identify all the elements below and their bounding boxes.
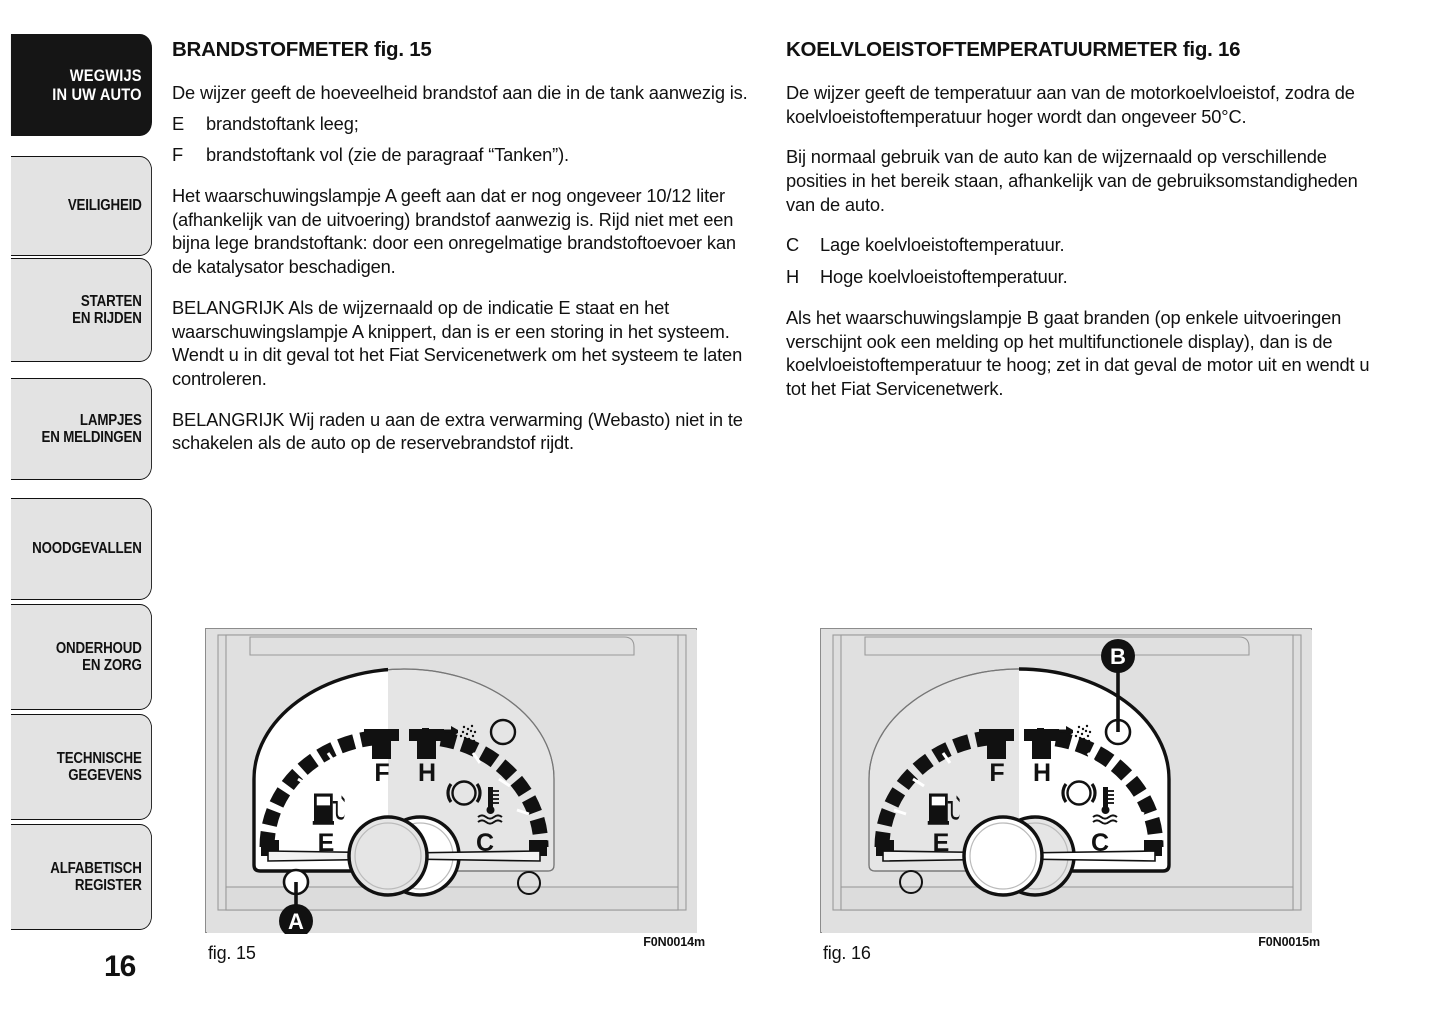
left-definition-list: E brandstoftank leeg; F brandstoftank vo… bbox=[172, 112, 752, 167]
figure-15-code: F0N0014m bbox=[643, 935, 705, 949]
definition-value: brandstoftank vol (zie de paragraaf “Tan… bbox=[206, 144, 569, 166]
definition-value: Hoge koelvloeistoftemperatuur. bbox=[820, 266, 1068, 288]
indicator-lamp-circle bbox=[517, 871, 541, 895]
coolant-temp-icon bbox=[1092, 787, 1118, 825]
right-section-title-fignum: fig. 16 bbox=[1182, 38, 1241, 61]
indicator-lamp-circle bbox=[899, 870, 923, 894]
fuel-full-label: F bbox=[374, 759, 389, 787]
callout-bubble-b bbox=[1101, 639, 1135, 673]
figure-16-code: F0N0015m bbox=[1258, 935, 1320, 949]
definition-key: F bbox=[172, 144, 184, 166]
left-intro-paragraph: De wijzer geeft de hoeveelheid brandstof… bbox=[172, 82, 748, 103]
sidebar-item-lampjes-en-meldingen[interactable]: LAMPJES EN MELDINGEN bbox=[10, 378, 152, 480]
fuel-empty-label: E bbox=[318, 829, 335, 857]
figure-16: F E bbox=[820, 628, 1320, 973]
right-intro-paragraph: De wijzer geeft de temperatuur aan van d… bbox=[786, 82, 1355, 127]
brake-warning-icon bbox=[1061, 780, 1097, 806]
definition-key: H bbox=[786, 266, 800, 288]
coolant-temp-icon bbox=[477, 787, 503, 825]
sidebar: WEGWIJS IN UW AUTO VEILIGHEID STARTEN EN… bbox=[0, 0, 152, 1018]
right-warning-lamp-paragraph: Als het waarschuwingslampje B gaat brand… bbox=[786, 306, 1370, 399]
sidebar-item-onderhoud-en-zorg[interactable]: ONDERHOUD EN ZORG bbox=[10, 604, 152, 710]
definition-key: E bbox=[172, 112, 185, 134]
sidebar-item-label: ALFABETISCH REGISTER bbox=[50, 859, 142, 894]
figure-16-caption: fig. 16 bbox=[823, 943, 871, 963]
sidebar-item-starten-en-rijden[interactable]: STARTEN EN RIJDEN bbox=[10, 258, 152, 362]
left-warning-lamp-paragraph: Het waarschuwingslampje A geeft aan dat … bbox=[172, 185, 736, 278]
sidebar-item-veiligheid[interactable]: VEILIGHEID bbox=[10, 156, 152, 256]
sidebar-item-label: NOODGEVALLEN bbox=[32, 540, 142, 558]
sidebar-item-label: ONDERHOUD EN ZORG bbox=[55, 639, 142, 674]
instrument-cluster-diagram-fuel: F E bbox=[207, 630, 697, 938]
sidebar-item-noodgevallen[interactable]: NOODGEVALLEN bbox=[10, 498, 152, 600]
figure-15: F E bbox=[205, 628, 705, 973]
sidebar-item-alfabetisch-register[interactable]: ALFABETISCH REGISTER bbox=[10, 824, 152, 930]
definition-row: C Lage koelvloeistoftemperatuur. bbox=[786, 233, 1374, 257]
temp-gauge-scale bbox=[1024, 729, 1164, 856]
warning-lamp-circle bbox=[489, 718, 517, 746]
right-definition-list: C Lage koelvloeistoftemperatuur. H Hoge … bbox=[786, 233, 1374, 288]
fuel-gauge-scale bbox=[874, 729, 1014, 856]
instrument-cluster-diagram-temp: F E bbox=[822, 630, 1312, 933]
right-text-column: KOELVLOEISTOFTEMPERATUURMETER fig. 16 De… bbox=[786, 38, 1374, 418]
page-number: 16 bbox=[104, 950, 136, 983]
left-important-paragraph-1: BELANGRIJK Als de wijzernaald op de indi… bbox=[172, 296, 743, 389]
left-section-title-main: BRANDSTOFMETER bbox=[172, 38, 369, 61]
left-text-column: BRANDSTOFMETER fig. 15 De wijzer geeft d… bbox=[172, 38, 752, 472]
temp-cold-label: C bbox=[1091, 829, 1109, 857]
definition-value: Lage koelvloeistoftemperatuur. bbox=[820, 234, 1065, 256]
temp-hot-label: H bbox=[1033, 759, 1051, 787]
left-important-paragraph-2: BELANGRIJK Wij raden u aan de extra verw… bbox=[172, 408, 743, 454]
sidebar-item-label: STARTEN EN RIJDEN bbox=[72, 292, 142, 327]
sidebar-item-technische-gegevens[interactable]: TECHNISCHE GEGEVENS bbox=[10, 714, 152, 820]
figure-16-caption-row: fig. 16 F0N0015m bbox=[820, 935, 1320, 973]
left-section-title-fignum: fig. 15 bbox=[374, 38, 432, 61]
figure-16-image: F E bbox=[820, 628, 1312, 933]
temp-cold-label: C bbox=[476, 829, 494, 857]
definition-row: F brandstoftank vol (zie de paragraaf “T… bbox=[172, 143, 752, 167]
definition-key: C bbox=[786, 234, 800, 256]
definition-row: H Hoge koelvloeistoftemperatuur. bbox=[786, 265, 1374, 289]
figure-15-caption-row: fig. 15 F0N0014m bbox=[205, 935, 705, 973]
right-section-title: KOELVLOEISTOFTEMPERATUURMETER fig. 16 bbox=[786, 38, 1374, 62]
fuel-gauge-scale bbox=[259, 729, 399, 856]
sidebar-item-label: WEGWIJS IN UW AUTO bbox=[52, 65, 142, 104]
left-section-title: BRANDSTOFMETER fig. 15 bbox=[172, 38, 752, 62]
sidebar-item-wegwijs-in-uw-auto[interactable]: WEGWIJS IN UW AUTO bbox=[10, 34, 152, 136]
callout-label-b: B bbox=[1110, 644, 1126, 669]
brake-warning-icon bbox=[446, 780, 482, 806]
temp-hot-label: H bbox=[418, 759, 436, 787]
callout-label-a: A bbox=[288, 909, 304, 934]
sidebar-item-label: VEILIGHEID bbox=[67, 197, 142, 215]
right-section-title-main: KOELVLOEISTOFTEMPERATUURMETER bbox=[786, 38, 1178, 61]
figure-15-caption: fig. 15 bbox=[208, 943, 256, 963]
fuel-empty-label: E bbox=[933, 829, 950, 857]
definition-value: brandstoftank leeg; bbox=[206, 112, 359, 134]
definition-row: E brandstoftank leeg; bbox=[172, 112, 752, 136]
sidebar-item-label: TECHNISCHE GEGEVENS bbox=[56, 749, 142, 784]
right-normal-use-paragraph: Bij normaal gebruik van de auto kan de w… bbox=[786, 146, 1358, 215]
sidebar-item-label: LAMPJES EN MELDINGEN bbox=[41, 411, 142, 446]
callout-bubble-a bbox=[279, 904, 313, 938]
fuel-pump-icon bbox=[927, 793, 960, 825]
figure-15-image: F E bbox=[205, 628, 697, 938]
fuel-pump-icon bbox=[312, 793, 345, 825]
fuel-full-label: F bbox=[989, 759, 1004, 787]
